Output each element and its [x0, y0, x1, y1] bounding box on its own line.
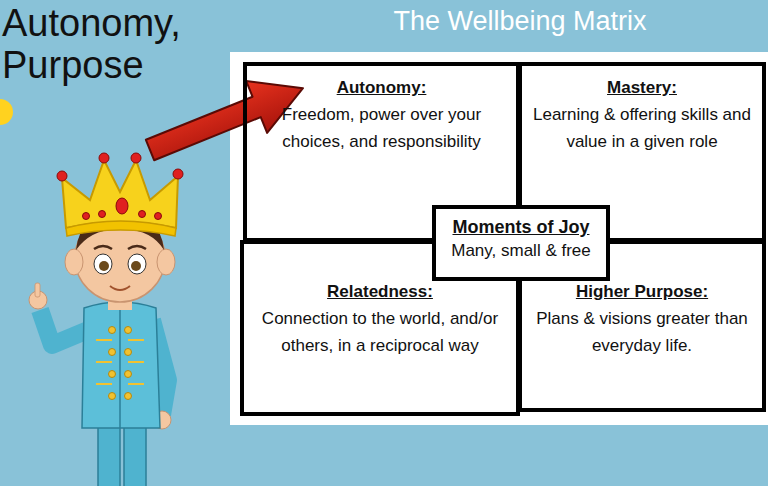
box-heading: Relatedness: [254, 278, 506, 305]
prince-illustration [29, 153, 183, 486]
slide-heading: Autonomy, Purpose [2, 2, 232, 86]
box-heading: Autonomy: [257, 74, 506, 101]
box-body: Freedom, power over your choices, and re… [257, 101, 506, 155]
box-body: Many, small & free [446, 239, 596, 263]
joy-box: Moments of JoyMany, small & free [432, 205, 610, 281]
diagram-title: The Wellbeing Matrix [330, 6, 710, 37]
box-heading: Mastery: [532, 74, 752, 101]
sun [0, 99, 13, 125]
box-body: Connection to the world, and/or others, … [254, 305, 506, 359]
box-heading: Higher Purpose: [532, 278, 752, 305]
white-panel [230, 52, 768, 425]
box-body: Learning & offering skills and value in … [532, 101, 752, 155]
box-heading: Moments of Joy [446, 215, 596, 239]
box-body: Plans & visions greater than everyday li… [532, 305, 752, 359]
